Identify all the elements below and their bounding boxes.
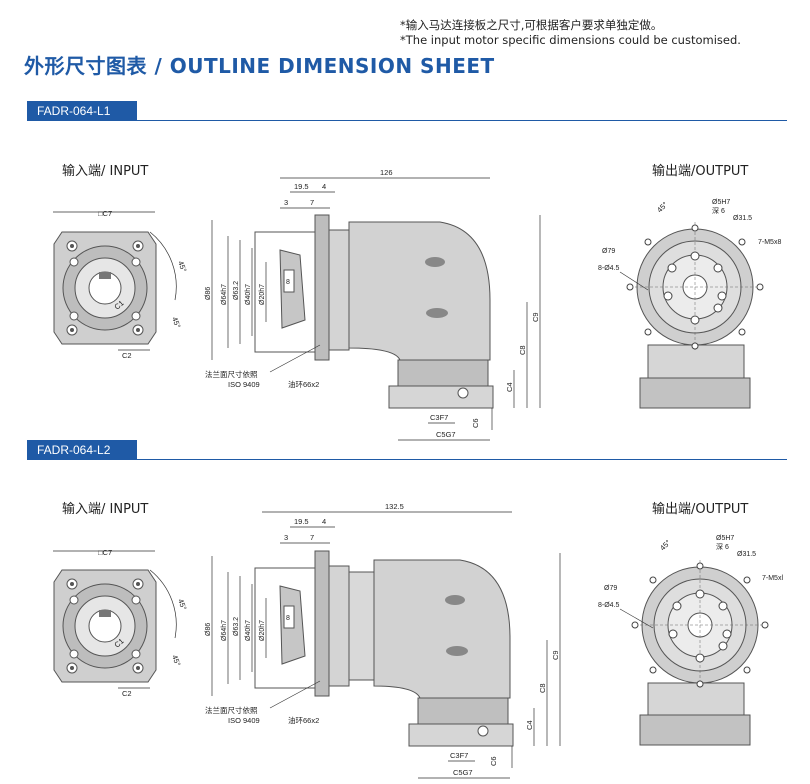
dimension-label: 8 [286,615,290,622]
dimension-label: 45° [658,538,672,552]
dimension-label: 7 [310,198,314,207]
dimension-label: Ø5H7 [712,199,730,206]
input-view-label: 输入端/ INPUT [62,164,149,179]
dimension-label: C3F7 [430,413,448,422]
side-view: 126 19.5 4 3 7 8 Ø86 Ø64h7 Ø63.2 Ø40h7 Ø… [205,168,541,441]
dimension-label: Ø20h7 [259,284,266,305]
section-divider [27,120,787,121]
dimension-label: Ø86 [205,623,212,636]
dimension-label: 深 6 [716,542,729,551]
dimension-label: 7 [310,533,314,542]
dimension-label: C8 [518,345,527,355]
dimension-label: C2 [122,689,132,698]
drawing-set-2: □C7 45° 45° C1 C2 132.5 19.5 4 3 7 8 [53,502,783,779]
dimension-label: 8-Ø4.5 [598,602,620,609]
dimension-label: C3F7 [450,751,468,760]
dimension-label: 45° [170,654,182,668]
drawing-set-1: □C7 45° 45° C1 C2 126 19.5 4 3 7 8 [53,168,781,441]
dimension-label: 8-Ø4.5 [598,265,620,272]
section-divider [27,459,787,460]
dimension-label: 45° [176,598,188,612]
input-view: □C7 45° 45° C1 C2 [53,209,188,360]
dimension-label: Ø86 [205,287,212,300]
input-view-label: 输入端/ INPUT [62,502,149,517]
dimension-label: 45° [176,260,188,274]
dimension-label: 法兰面尺寸依照 [205,705,258,715]
dimension-label: 126 [380,168,393,177]
model-tab: FADR-064-L1 [27,101,137,121]
dimension-label: Ø63.2 [233,617,240,636]
dimension-label: Ø79 [604,585,617,592]
dimension-label: C2 [122,351,132,360]
dimension-label: 3 [284,533,288,542]
output-view-label: 输出端/OUTPUT [652,502,749,517]
dimension-label: 法兰面尺寸依照 [205,369,258,379]
dimension-label: 7-M5xl [762,575,783,582]
dimension-label: C9 [531,312,540,322]
output-view: 45° Ø5H7 深 6 Ø31.5 7-M5x8 Ø79 8-Ø4.5 [598,199,781,409]
dimension-label: ISO 9409 [228,380,260,389]
dimension-label: Ø20h7 [259,620,266,641]
dimension-label: 深 6 [712,206,725,215]
dimension-label: Ø64h7 [221,284,228,305]
dimension-label: 4 [322,182,326,191]
dimension-label: 45° [655,200,669,214]
side-view: 132.5 19.5 4 3 7 8 Ø86 Ø64h7 Ø63.2 Ø40h7… [205,502,561,779]
dimension-label: C4 [505,382,514,392]
dimension-label: 油环66x2 [288,715,319,725]
dimension-label: Ø40h7 [245,284,252,305]
dimension-label: C5G7 [453,768,473,777]
output-view-label: 输出端/OUTPUT [652,164,749,179]
dimension-label: ISO 9409 [228,716,260,725]
output-view: 45° Ø5H7 深 6 Ø31.5 7-M5xl Ø79 8-Ø4.5 [598,535,783,746]
dimension-label: 7-M5x8 [758,239,781,246]
dim-square-c7: □C7 [98,209,112,218]
dimension-label: 8 [286,279,290,286]
dimension-label: 45° [170,316,182,330]
dimension-label: 4 [322,517,326,526]
model-tab: FADR-064-L2 [27,440,137,460]
input-view: □C7 45° 45° C1 C2 [53,548,188,698]
sheet-title: 外形尺寸图表 / OUTLINE DIMENSION SHEET [24,54,495,78]
dimension-label: Ø64h7 [221,620,228,641]
customization-note-cn: *输入马达连接板之尺寸,可根据客户要求单独定做。 [400,18,663,32]
dimension-label: C6 [489,756,498,766]
customization-note-en: *The input motor specific dimensions cou… [400,33,741,47]
dimension-label: 3 [284,198,288,207]
dimension-label: C4 [525,720,534,730]
dimension-label: C9 [551,650,560,660]
dimension-label: C6 [471,418,480,428]
dimension-label: C8 [538,683,547,693]
dimension-label: Ø31.5 [737,551,756,558]
dimension-label: □C7 [98,548,112,557]
dimension-label: 19.5 [294,517,309,526]
dimension-label: Ø31.5 [733,215,752,222]
dimension-label: Ø5H7 [716,535,734,542]
dimension-label: 132.5 [385,502,404,511]
dimension-label: Ø79 [602,248,615,255]
dimension-label: Ø40h7 [245,620,252,641]
dimension-label: Ø63.2 [233,281,240,300]
dimension-label: 19.5 [294,182,309,191]
dimension-label: C5G7 [436,430,456,439]
dimension-label: 油环66x2 [288,379,319,389]
